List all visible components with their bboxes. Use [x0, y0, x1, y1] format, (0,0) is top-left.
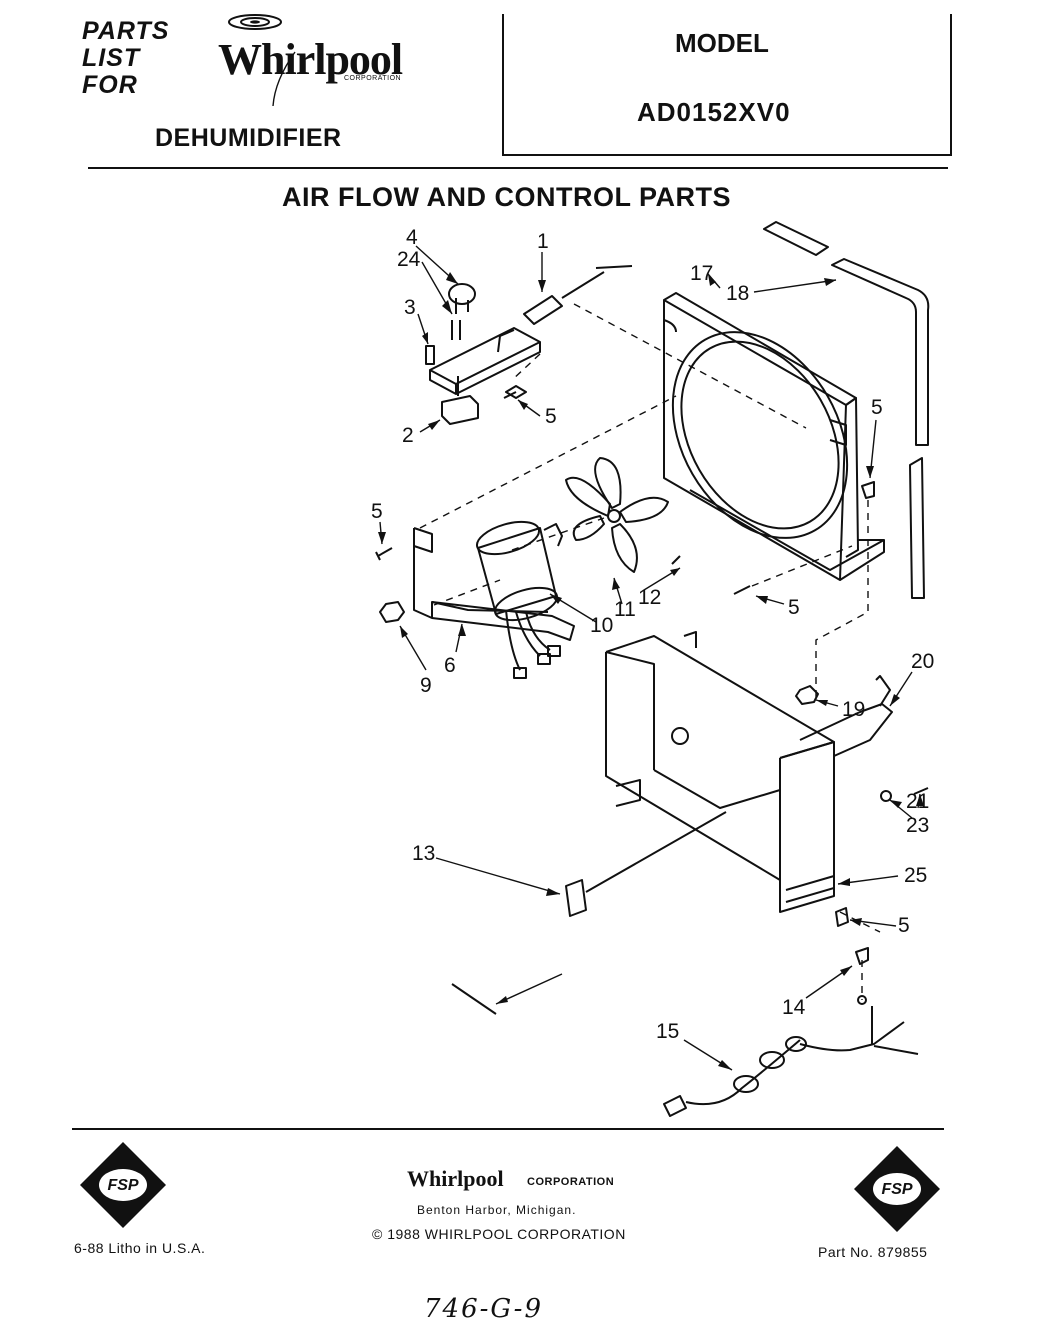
leader-lines [379, 245, 921, 1071]
control-assembly [425, 265, 633, 425]
section-title: AIR FLOW AND CONTROL PARTS [282, 182, 731, 212]
header-divider [88, 167, 948, 169]
footer-copyright: © 1988 WHIRLPOOL CORPORATION [372, 1226, 626, 1242]
arrow-heads [378, 272, 924, 1070]
parts-word: PARTS [82, 17, 170, 45]
callout-3: 3 [404, 296, 416, 319]
callout-2: 2 [402, 424, 414, 447]
callout-5-base: 5 [898, 914, 910, 937]
callout-4: 4 [406, 226, 418, 249]
callout-12: 12 [638, 586, 662, 609]
callout-24: 24 [397, 248, 421, 271]
callout-6: 6 [444, 654, 456, 677]
fan-motor [475, 520, 563, 679]
fan-blade [565, 457, 669, 573]
list-word: LIST [82, 44, 141, 72]
handwritten-note: 746-G-9 [424, 1294, 543, 1324]
chassis-base [605, 631, 893, 913]
motor-bracket [413, 527, 575, 641]
callout-14: 14 [782, 996, 806, 1019]
gasket-strips [763, 221, 930, 599]
callout-19: 20 [911, 650, 935, 673]
callout-5-control: 5 [545, 405, 557, 428]
callout-5-bracket: 5 [371, 500, 383, 523]
footer-corporation: CORPORATION [527, 1176, 615, 1188]
callout-21: 23 [906, 814, 930, 837]
product-name: DEHUMIDIFIER [155, 124, 342, 152]
svg-text:FSP: FSP [107, 1177, 138, 1194]
callout-1: 1 [537, 230, 549, 253]
callout-11: 11 [614, 598, 636, 621]
fsp-logo-right: FSP [854, 1146, 940, 1232]
callout-5-lower: 5 [788, 596, 800, 619]
fsp-logo-left: FSP [80, 1142, 166, 1228]
model-label: MODEL [675, 28, 769, 58]
callout-18: 19 [842, 698, 866, 721]
callout-9: 9 [420, 674, 432, 697]
model-box [502, 14, 952, 156]
callout-5-shroud: 5 [871, 396, 883, 419]
parts-list-heading: PARTS LIST FOR [82, 18, 169, 99]
assembly-lines [419, 303, 881, 1000]
footer-part-number: Part No. 879855 [818, 1244, 928, 1260]
brand-corporation: CORPORATION [344, 75, 402, 82]
whirlpool-brand: Whirlpool [218, 35, 403, 84]
for-word: FOR [82, 71, 138, 99]
footer-address: Benton Harbor, Michigan. [417, 1203, 577, 1217]
wire-lead [451, 983, 497, 1015]
footer-divider [72, 1128, 944, 1130]
screws [375, 391, 929, 965]
power-cord [663, 995, 919, 1117]
callout-15: 15 [656, 1020, 680, 1043]
callout-23: 25 [904, 864, 928, 887]
nuts [379, 601, 892, 802]
callout-20: 21 [906, 790, 930, 813]
callout-10: 10 [590, 614, 614, 637]
shroud-panel [663, 292, 885, 581]
footer-litho: 6-88 Litho in U.S.A. [74, 1240, 206, 1256]
model-number: AD0152XV0 [637, 97, 791, 127]
electronic-component [565, 879, 587, 917]
callout-17: 18 [726, 282, 750, 305]
whirlpool-swirl-logo [228, 14, 296, 107]
callout-13: 13 [412, 842, 436, 865]
callout-16: 17 [690, 262, 714, 285]
footer-brand: Whirlpool [407, 1166, 504, 1191]
svg-text:FSP: FSP [881, 1181, 912, 1198]
